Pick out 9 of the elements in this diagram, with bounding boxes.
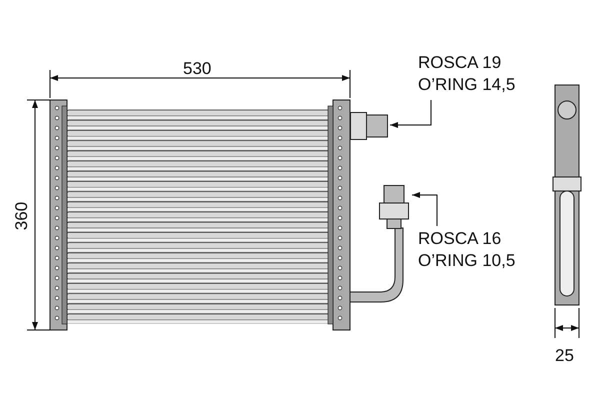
spec-label: ROSCA 19 bbox=[418, 52, 502, 74]
spec-label: O’RING 10,5 bbox=[418, 250, 516, 272]
spec-label: ROSCA 16 bbox=[418, 228, 502, 250]
leader-line bbox=[390, 100, 432, 128]
dimension-label: 530 bbox=[183, 58, 212, 80]
dimension-label: 360 bbox=[11, 202, 32, 230]
leader-line bbox=[412, 192, 438, 226]
spec-label: O’RING 14,5 bbox=[418, 74, 516, 96]
dimension-label: 25 bbox=[555, 345, 574, 367]
